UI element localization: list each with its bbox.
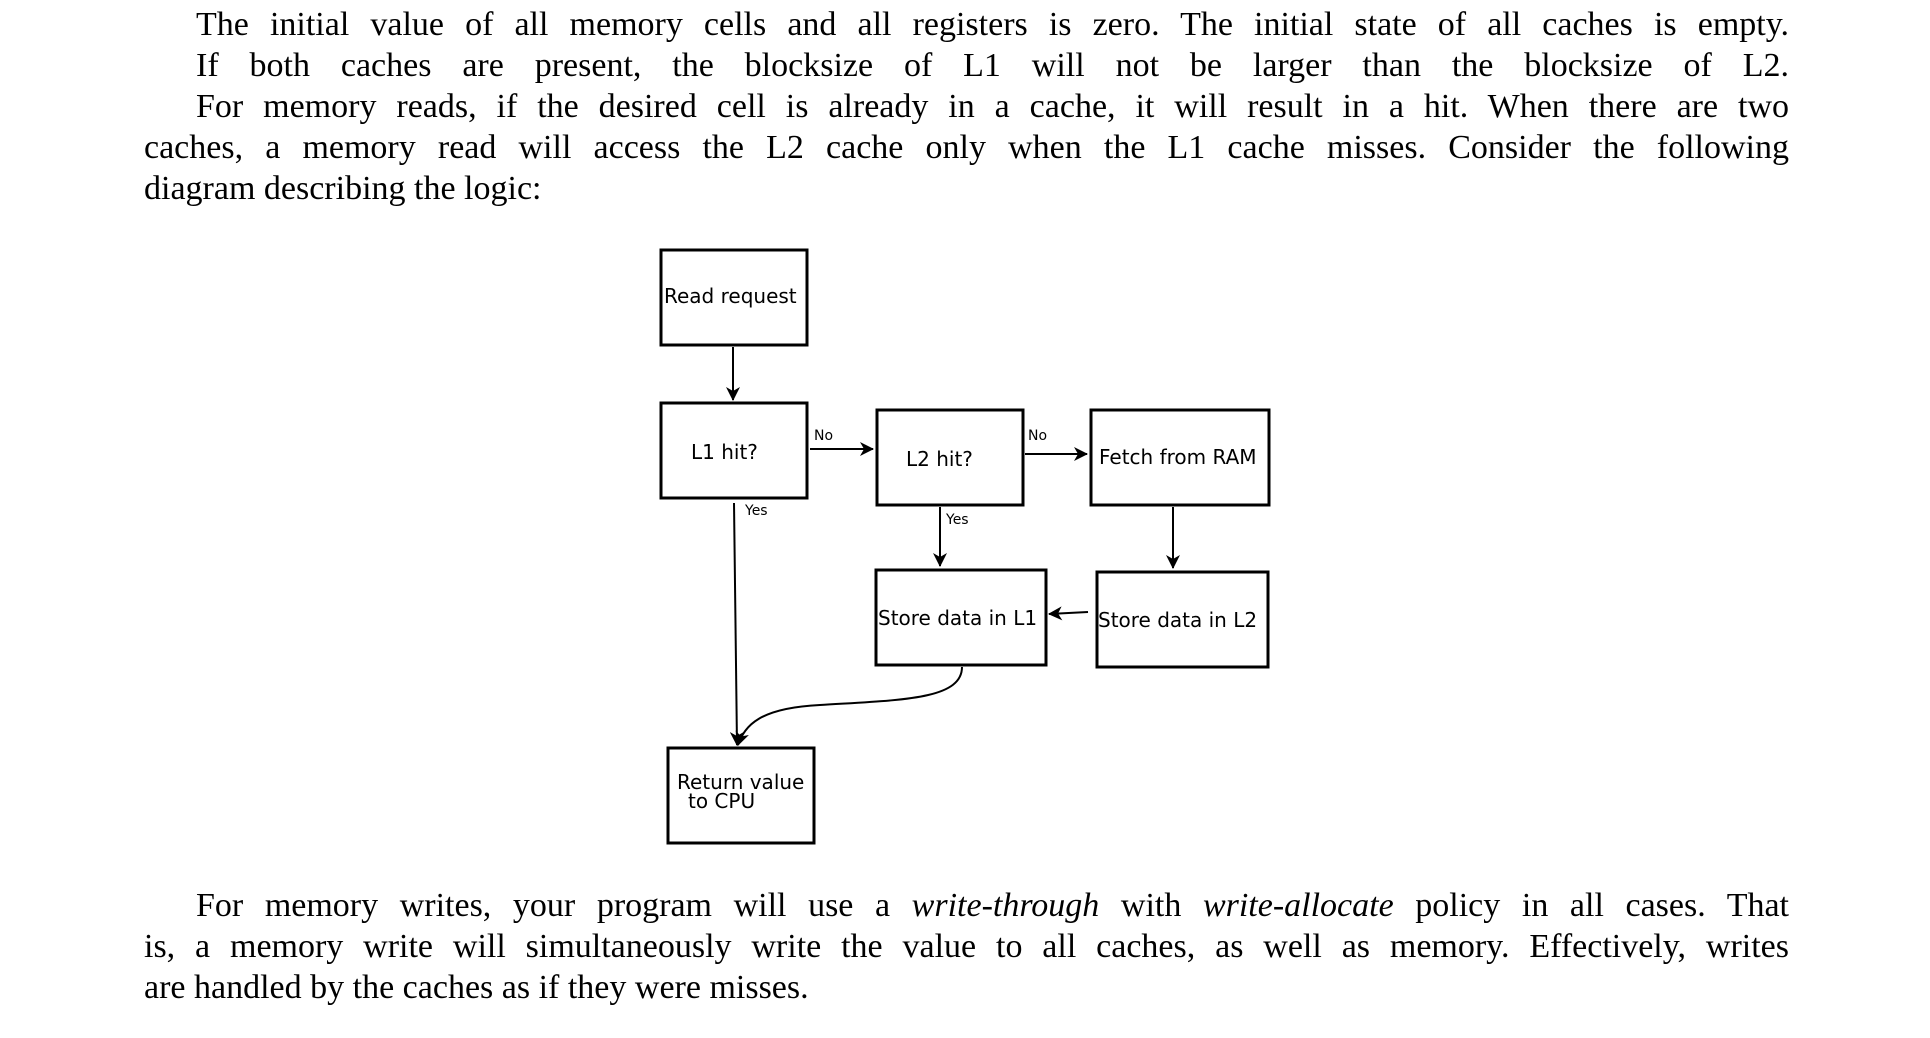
outro-line-2: is, a memory write will simultaneously w… [144, 928, 1789, 965]
store-l1-label: Store data in L1 [878, 606, 1037, 630]
arrow-store-l2-to-store-l1 [1048, 606, 1089, 621]
yes-edge-label-2: Yes [945, 512, 969, 528]
arrow-l1-yes-to-return [729, 502, 744, 746]
outro-line-1-c: policy in all cases. That [1393, 887, 1790, 924]
outro-line-1: For memory writes, your program will use… [144, 885, 1789, 926]
l2-hit-label: L2 hit? [906, 447, 973, 471]
store-l2-box [1095, 570, 1270, 669]
return-label-line-1: Return value [677, 770, 804, 794]
outro-line-1-b: with [1099, 887, 1203, 924]
read-request-label: Read request [664, 284, 797, 308]
write-allocate-term: write-allocate [1202, 887, 1394, 924]
fetch-ram-label: Fetch from RAM [1099, 445, 1257, 469]
return-label-line-2: to CPU [688, 789, 755, 813]
no-edge-label-2: No [1028, 428, 1047, 444]
l1-hit-box [659, 401, 809, 500]
write-through-term: write-through [911, 887, 1100, 924]
fetch-ram-box [1089, 408, 1271, 507]
outro-line-3: are handled by the caches as if they wer… [144, 969, 809, 1006]
return-value-box [666, 746, 816, 845]
read-request-box [659, 248, 809, 347]
arrow-store-l1-to-return [735, 666, 963, 746]
intro-line-5: diagram describing the logic: [144, 170, 542, 207]
writes-paragraph: For memory writes, your program will use… [144, 885, 1789, 1008]
store-l1-box [874, 568, 1048, 667]
intro-line-3: For memory reads, if the desired cell is… [196, 88, 1789, 125]
intro-line-2: If both caches are present, the blocksiz… [196, 47, 1789, 84]
no-edge-label-1: No [814, 428, 833, 444]
store-l2-label: Store data in L2 [1098, 608, 1257, 632]
l2-hit-box [875, 408, 1025, 507]
cache-read-flowchart: Read request L1 hit? L2 hit? Fetch from … [659, 248, 1271, 845]
yes-edge-label-1: Yes [744, 503, 768, 519]
intro-line-4: caches, a memory read will access the L2… [144, 129, 1789, 166]
intro-line-1: The initial value of all memory cells an… [196, 6, 1789, 43]
intro-paragraph: The initial value of all memory cells an… [144, 4, 1789, 209]
outro-line-1-a: For memory writes, your program will use… [196, 887, 912, 924]
l1-hit-label: L1 hit? [691, 440, 758, 464]
